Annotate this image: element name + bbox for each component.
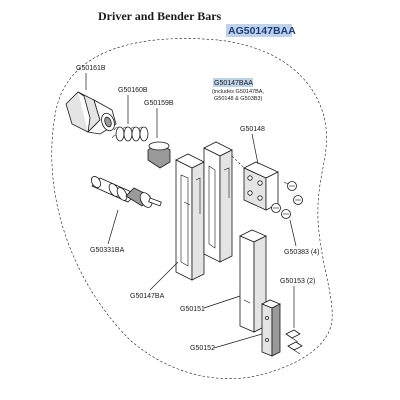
label-g50151: G50151 (180, 306, 205, 313)
label-g50147ba: G50147BA (130, 293, 165, 300)
subassembly-highlight (213, 78, 253, 87)
assembly-part-number: AG50147BAA (228, 25, 296, 37)
diagram-title: Driver and Bender Bars (98, 9, 222, 23)
assembly-highlight (226, 24, 292, 37)
part-bender-bar (203, 141, 233, 263)
label-g50152: G50152 (190, 345, 215, 352)
part-g50159b (147, 141, 171, 169)
part-g50160b (111, 126, 149, 142)
subassembly-note-1: (includes G50147BA, (212, 89, 264, 95)
leader-g50383 (289, 219, 297, 247)
label-g50383: G50383 (4) (284, 249, 319, 256)
part-g50383 (271, 181, 303, 219)
subassembly-part-number: G50147BAA (214, 80, 253, 87)
assembly-boundary (51, 38, 333, 379)
part-g50147ba (175, 153, 205, 281)
subassembly-note-2: G50148 & G503B3) (214, 96, 262, 102)
label-g50161b: G50161B (76, 65, 106, 72)
part-g50161b (65, 91, 117, 135)
label-g50160b: G50160B (118, 87, 148, 94)
leader-g50331ba (107, 209, 119, 245)
leader-g50147ba (149, 261, 179, 291)
part-g50148 (231, 155, 279, 211)
part-g50331ba (91, 176, 162, 208)
label-g50153: G50153 (2) (280, 278, 315, 285)
leader-g50152 (213, 333, 263, 349)
part-g50151 (239, 229, 267, 333)
leader-g50148 (251, 133, 259, 165)
part-g50152 (261, 299, 281, 357)
part-g50153 (285, 329, 303, 355)
label-g50331ba: G50331BA (90, 247, 125, 254)
leader-g50151 (203, 295, 241, 309)
label-g50148: G50148 (240, 126, 265, 133)
label-g50159b: G50159B (144, 100, 174, 107)
